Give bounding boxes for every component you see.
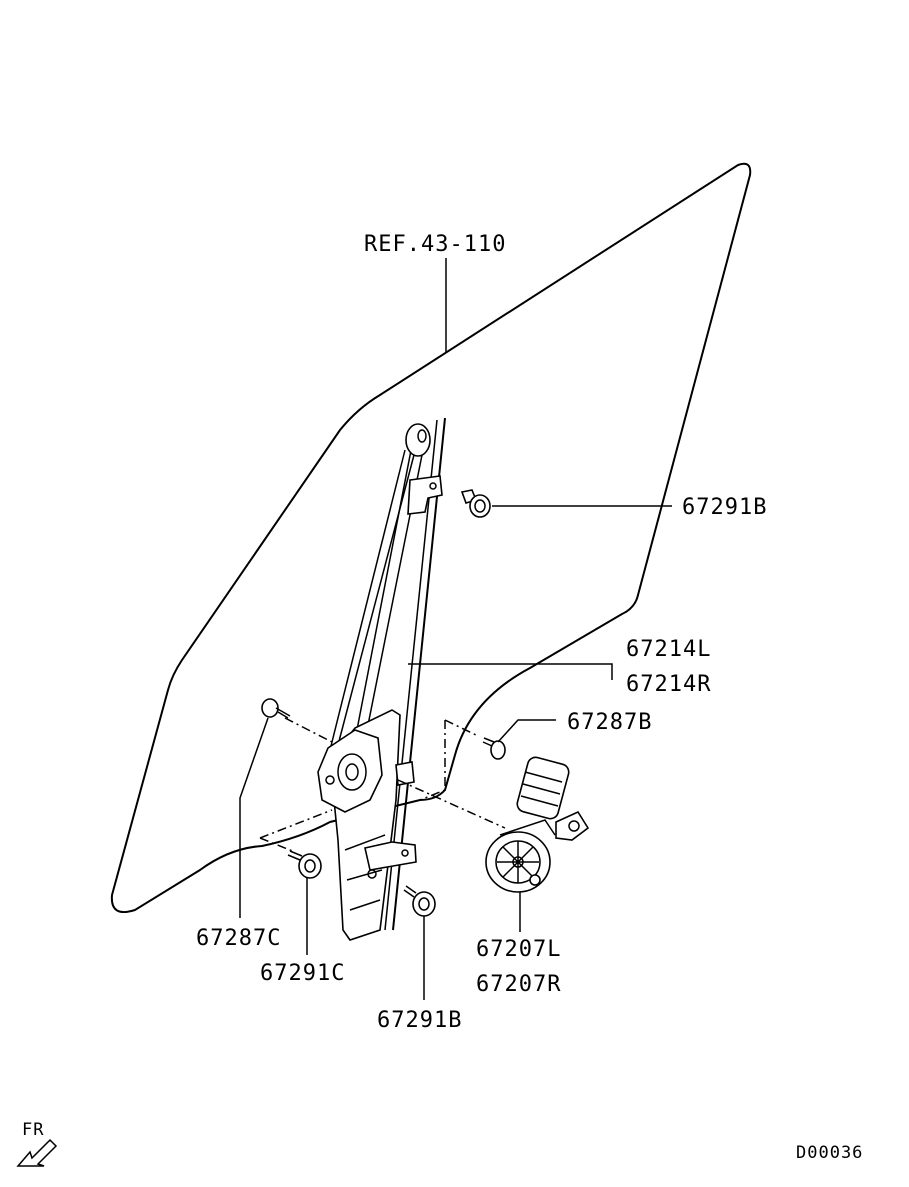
screw-left bbox=[261, 698, 291, 719]
pulley bbox=[405, 423, 431, 457]
label-motor-l: 67207L bbox=[476, 937, 561, 962]
label-screw-motor: 67287B bbox=[567, 710, 652, 735]
bolt-left bbox=[287, 850, 322, 879]
label-screw-left: 67287C bbox=[196, 926, 281, 951]
leader-lines bbox=[239, 258, 672, 1000]
cable-drum bbox=[317, 729, 383, 813]
window-motor bbox=[485, 756, 590, 893]
alignment-line-motor bbox=[397, 779, 506, 829]
label-bolt-upper: 67291B bbox=[682, 495, 767, 520]
front-direction-label: FR bbox=[22, 1120, 44, 1140]
bolt-lower bbox=[403, 885, 436, 917]
window-regulator bbox=[317, 417, 446, 941]
lower-bracket bbox=[364, 841, 417, 871]
label-bolt-left: 67291C bbox=[260, 961, 345, 986]
alignment-line-screw bbox=[419, 719, 479, 801]
label-motor-r: 67207R bbox=[476, 972, 561, 997]
label-regulator-r: 67214R bbox=[626, 672, 711, 697]
label-bolt-lower: 67291B bbox=[377, 1008, 462, 1033]
label-ref-glass: REF.43-110 bbox=[364, 232, 506, 257]
screw-motor bbox=[482, 737, 506, 760]
bolt-upper bbox=[460, 489, 491, 518]
front-direction-arrow-icon bbox=[16, 1138, 58, 1167]
alignment-line-screw-left bbox=[284, 717, 333, 743]
alignment-line-left bbox=[259, 809, 333, 853]
upper-bracket bbox=[407, 475, 443, 515]
diagram-code: D00036 bbox=[796, 1143, 863, 1163]
mid-bracket bbox=[395, 761, 415, 786]
door-glass-outline bbox=[110, 162, 752, 914]
label-regulator-l: 67214L bbox=[626, 637, 711, 662]
